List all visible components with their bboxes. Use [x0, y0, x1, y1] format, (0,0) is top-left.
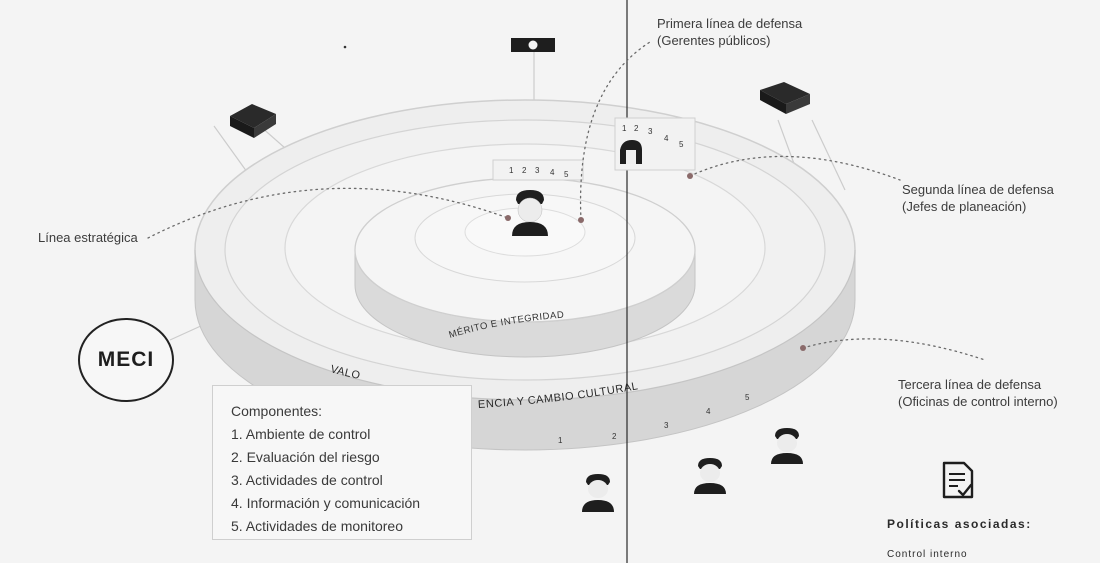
col-num-5: 5	[745, 393, 750, 402]
label-segunda-linea: Segunda línea de defensa (Jefes de plane…	[902, 181, 1054, 215]
col-num-4: 4	[664, 134, 669, 143]
componente-item: 3. Actividades de control	[231, 472, 383, 488]
column-numbers-front: 1 2 3 4 5	[558, 393, 750, 445]
person-icon	[771, 428, 803, 464]
label-tercera-sub: (Oficinas de control interno)	[898, 394, 1058, 409]
label-primera-linea: Primera línea de defensa (Gerentes públi…	[657, 15, 802, 49]
camera-icon	[511, 38, 555, 52]
label-linea-estrategica: Línea estratégica	[38, 230, 138, 245]
col-num-2: 2	[612, 432, 617, 441]
label-tercera-linea: Tercera línea de defensa (Oficinas de co…	[898, 376, 1058, 410]
componentes-title: Componentes:	[231, 403, 323, 419]
column-board-center: 1 2 3 4 5	[492, 159, 584, 181]
meci-label: MECI	[97, 348, 155, 371]
col-num-5: 5	[564, 170, 569, 179]
col-num-1: 1	[509, 166, 514, 175]
leader-lines	[147, 41, 986, 361]
label-tercera-title: Tercera línea de defensa	[898, 377, 1042, 392]
col-num-4: 4	[550, 168, 555, 177]
label-segunda-title: Segunda línea de defensa	[902, 182, 1054, 197]
person-icon	[620, 140, 642, 164]
componente-item: 2. Evaluación del riesgo	[231, 449, 380, 465]
col-num-5: 5	[679, 140, 684, 149]
col-num-2: 2	[634, 124, 639, 133]
politicas-item: Control interno	[887, 549, 968, 560]
label-segunda-sub: (Jefes de planeación)	[902, 199, 1027, 214]
componente-item: 4. Información y comunicación	[231, 495, 421, 511]
col-num-3: 3	[535, 166, 540, 175]
leader-markers	[505, 173, 806, 351]
person-icon	[694, 458, 726, 494]
componente-item: 5. Actividades de monitoreo	[231, 518, 403, 534]
col-num-2: 2	[522, 166, 527, 175]
briefcase-icon	[760, 82, 810, 114]
politicas-title: Políticas asociadas:	[887, 517, 1032, 531]
briefcase-icon	[230, 104, 276, 138]
col-num-1: 1	[622, 124, 627, 133]
col-num-3: 3	[664, 421, 669, 430]
person-icon	[512, 190, 548, 236]
label-primera-title: Primera línea de defensa	[657, 16, 803, 31]
col-num-4: 4	[706, 407, 711, 416]
col-num-3: 3	[648, 127, 653, 136]
componente-item: 1. Ambiente de control	[231, 426, 371, 442]
componentes-box: Componentes: 1. Ambiente de control 2. E…	[212, 385, 472, 540]
meci-badge: MECI	[78, 318, 174, 402]
stray-dot	[343, 45, 347, 49]
policy-document-icon	[942, 461, 974, 499]
col-num-1: 1	[558, 436, 563, 445]
person-icon	[582, 474, 614, 512]
label-primera-sub: (Gerentes públicos)	[657, 33, 771, 48]
